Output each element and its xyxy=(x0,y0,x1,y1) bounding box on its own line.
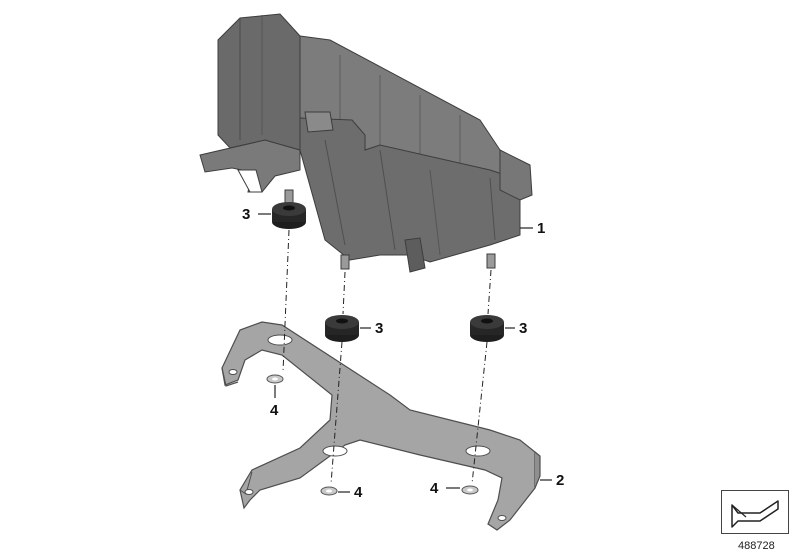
bracket-part-2 xyxy=(221,321,541,531)
washer-part-4-middle xyxy=(320,486,338,496)
callout-part-4-right: 4 xyxy=(430,480,439,497)
callout-part-4-middle: 4 xyxy=(354,484,363,501)
callout-part-4-left: 4 xyxy=(270,402,279,419)
assembly-lines xyxy=(282,229,492,485)
callout-part-3-middle: 3 xyxy=(375,320,384,337)
arrow-pointer-icon xyxy=(731,500,779,528)
holder-part-1 xyxy=(199,13,533,273)
grommet-part-3-left xyxy=(272,202,306,229)
callout-part-2: 2 xyxy=(556,472,565,489)
washer-part-4-left xyxy=(266,374,284,384)
grommet-part-3-middle xyxy=(325,315,359,342)
navigation-box[interactable] xyxy=(721,490,789,534)
callout-part-1: 1 xyxy=(537,220,546,237)
grommet-part-3-right xyxy=(470,315,504,342)
reference-number: 488728 xyxy=(738,540,775,552)
callout-part-3-left: 3 xyxy=(242,206,251,223)
callout-part-3-right: 3 xyxy=(519,320,528,337)
leader-lines xyxy=(258,213,552,493)
washer-part-4-right xyxy=(461,485,479,495)
